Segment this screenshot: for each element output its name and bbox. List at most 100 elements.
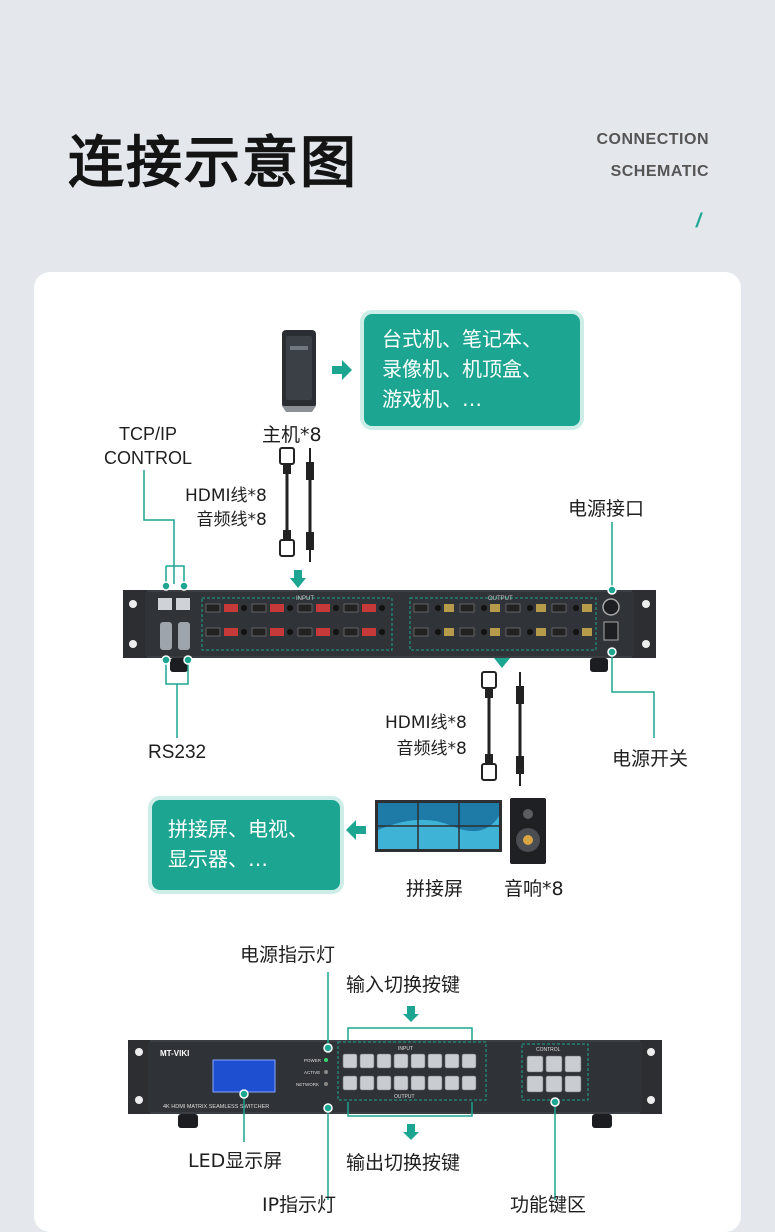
terminal-block	[536, 604, 546, 612]
input-audio-label: 音频线*8	[185, 508, 267, 532]
status-led-power: POWER	[304, 1058, 322, 1063]
callout-power-switch	[608, 648, 654, 738]
function-keys-label-partial: 功能键区	[510, 1190, 586, 1217]
output-select-key	[462, 1076, 476, 1090]
audio-cable-in-icon	[306, 448, 314, 562]
videowall-label: 拼接屏	[406, 874, 463, 901]
audio-output-jack	[527, 629, 533, 635]
audio-output-jack	[435, 629, 441, 635]
audio-output-jack	[573, 605, 579, 611]
hdmi-input-port	[298, 604, 312, 612]
front-input-caption: INPUT	[398, 1046, 413, 1052]
output-select-key	[411, 1076, 425, 1090]
terminal-block	[582, 604, 592, 612]
led-screen-label: LED显示屏	[188, 1146, 282, 1173]
callout-led-screen	[240, 1090, 248, 1142]
sources-line-2: 录像机、机顶盒、	[382, 354, 562, 384]
connection-diagram: INPUT OUTPUT	[0, 0, 775, 1200]
audio-input-jack	[241, 605, 247, 611]
function-key	[527, 1056, 543, 1072]
dip-switch	[270, 628, 284, 636]
function-key	[527, 1076, 543, 1092]
callout-tcp	[144, 470, 188, 590]
host-label: 主机*8	[262, 420, 322, 447]
function-key	[546, 1056, 562, 1072]
terminal-block	[536, 628, 546, 636]
dip-switch	[362, 604, 376, 612]
rear-output-caption: OUTPUT	[488, 596, 513, 602]
output-audio-label: 音频线*8	[385, 736, 467, 762]
tcp-label: TCP/IP CONTROL	[104, 422, 192, 470]
status-led-dot	[324, 1058, 328, 1062]
brand-logo: MT-VIKI	[160, 1049, 189, 1058]
audio-output-jack	[435, 605, 441, 611]
input-hdmi-label: HDMI线*8	[185, 484, 267, 508]
hdmi-output-port	[552, 604, 566, 612]
arrow-left-icon	[346, 820, 366, 840]
terminal-block	[444, 604, 454, 612]
arrow-down-output-icon	[494, 658, 510, 668]
displays-bubble: 拼接屏、电视、 显示器、…	[152, 800, 340, 890]
hdmi-input-port	[298, 628, 312, 636]
input-select-key	[462, 1054, 476, 1068]
dip-switch	[316, 628, 330, 636]
audio-input-jack	[333, 629, 339, 635]
function-key	[565, 1056, 581, 1072]
video-wall-icon	[375, 800, 502, 852]
output-keys-label: 输出切换按键	[346, 1148, 460, 1175]
ip-led-label-partial: IP指示灯	[262, 1190, 336, 1217]
output-select-key	[343, 1076, 357, 1090]
rs232-label: RS232	[148, 742, 206, 764]
arrow-down-icon	[290, 570, 306, 588]
audio-input-jack	[333, 605, 339, 611]
hdmi-output-port	[506, 628, 520, 636]
dip-switch	[362, 628, 376, 636]
audio-input-jack	[287, 629, 293, 635]
status-led-dot	[324, 1070, 328, 1074]
callout-input-keys	[348, 1006, 472, 1040]
hdmi-input-port	[252, 604, 266, 612]
terminal-block	[444, 628, 454, 636]
front-output-caption: OUTPUT	[394, 1094, 415, 1100]
input-select-key	[343, 1054, 357, 1068]
tcp-label-line-2: CONTROL	[104, 446, 192, 470]
callout-power-port	[608, 522, 616, 594]
output-select-key	[360, 1076, 374, 1090]
output-cables-label: HDMI线*8 音频线*8	[385, 710, 467, 762]
status-led-dot	[324, 1082, 328, 1086]
input-select-key	[428, 1054, 442, 1068]
displays-line-1: 拼接屏、电视、	[168, 814, 324, 844]
dip-switch	[270, 604, 284, 612]
input-select-key	[411, 1054, 425, 1068]
terminal-block	[490, 604, 500, 612]
rear-input-caption: INPUT	[296, 596, 314, 602]
hdmi-input-port	[252, 628, 266, 636]
audio-cable-out-icon	[516, 672, 524, 786]
hdmi-output-port	[414, 604, 428, 612]
status-led-active: ACTIVE	[304, 1070, 320, 1075]
sources-bubble: 台式机、笔记本、 录像机、机顶盒、 游戏机、…	[364, 314, 580, 426]
power-switch-label: 电源开关	[612, 744, 688, 771]
front-control-caption: CONTROL	[536, 1047, 561, 1053]
output-select-key	[394, 1076, 408, 1090]
sources-line-3: 游戏机、…	[382, 384, 562, 414]
input-select-key	[377, 1054, 391, 1068]
hdmi-output-port	[506, 604, 520, 612]
power-port-label: 电源接口	[568, 494, 644, 521]
dip-switch	[316, 604, 330, 612]
hdmi-input-port	[206, 604, 220, 612]
speaker-label: 音响*8	[504, 874, 564, 901]
audio-output-jack	[481, 605, 487, 611]
function-key	[546, 1076, 562, 1092]
hdmi-input-port	[344, 604, 358, 612]
input-select-key	[394, 1054, 408, 1068]
terminal-block	[582, 628, 592, 636]
status-led-network: NETWORK	[296, 1082, 319, 1087]
power-led-label: 电源指示灯	[240, 940, 335, 967]
audio-input-jack	[241, 629, 247, 635]
displays-line-2: 显示器、…	[168, 844, 324, 874]
input-keys-label: 输入切换按键	[346, 970, 460, 997]
device-model-name: 4K HDMI MATRIX SEAMLESS SWITCHER	[163, 1104, 269, 1110]
hdmi-cable-out-icon	[482, 672, 496, 780]
callout-ip-led	[324, 1104, 332, 1200]
